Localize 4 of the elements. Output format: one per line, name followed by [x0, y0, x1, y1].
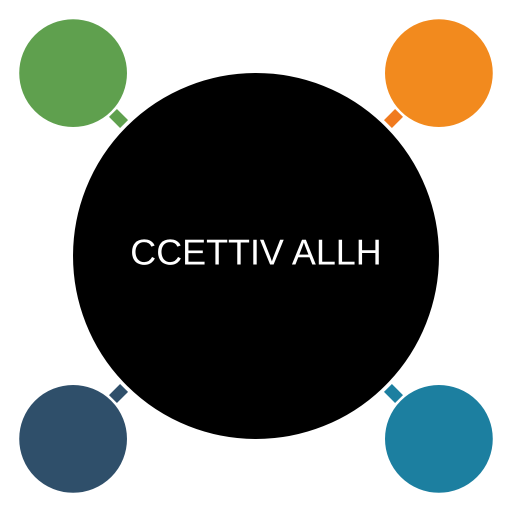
- connector: [384, 109, 403, 128]
- connector: [109, 109, 128, 128]
- connector: [384, 384, 403, 403]
- connector: [109, 384, 128, 403]
